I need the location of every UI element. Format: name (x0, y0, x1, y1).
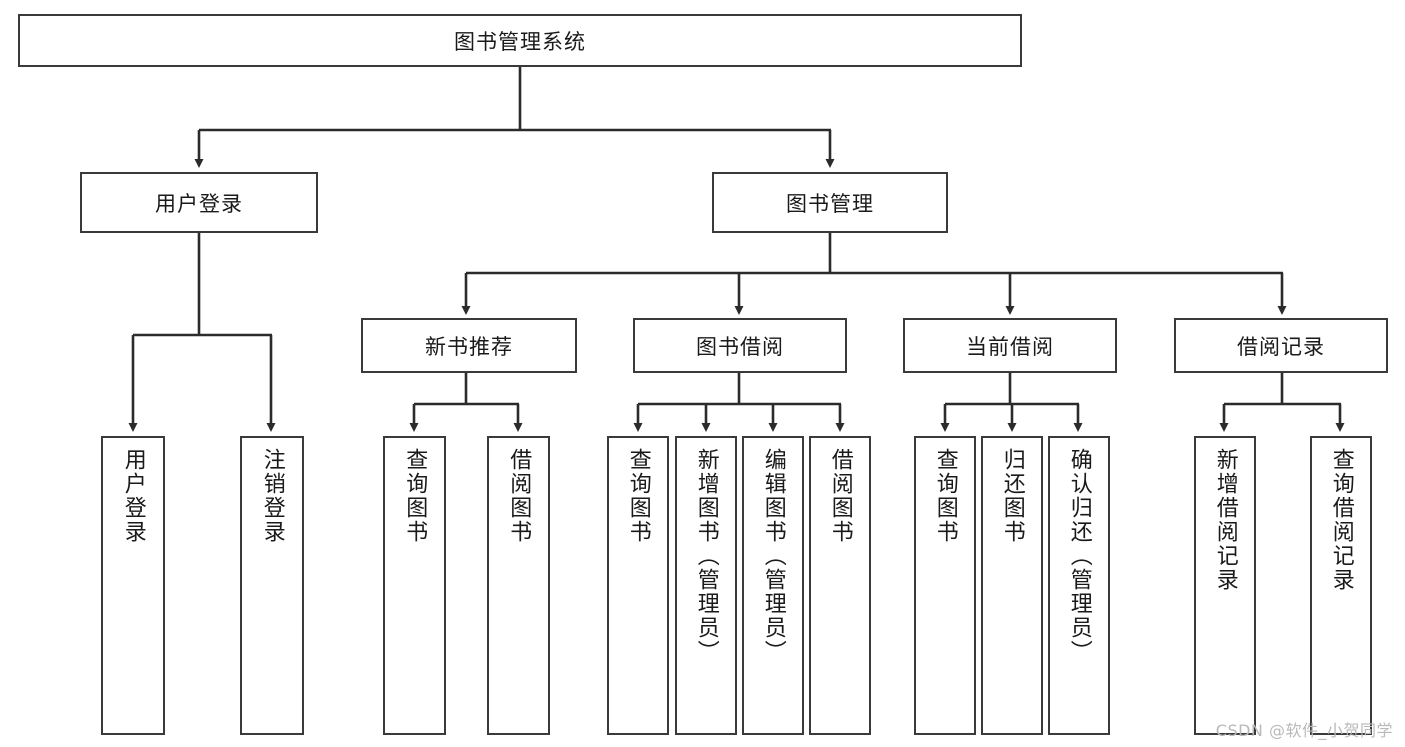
leaf-label: 查询图书 (932, 448, 958, 544)
leaf-label: 查询借阅记录 (1328, 448, 1354, 592)
leaf-label: 新增图书（管理员） (693, 448, 719, 664)
node-label: 借阅记录 (1237, 334, 1325, 359)
leaf-new-book-query[interactable]: 查询图书 (383, 436, 446, 735)
watermark: CSDN @软件_小贺同学 (1215, 721, 1393, 740)
node-book-borrow[interactable]: 图书借阅 (633, 318, 847, 373)
node-label: 用户登录 (155, 191, 243, 216)
leaf-borrow-query-book[interactable]: 查询图书 (607, 436, 669, 735)
leaf-label: 借阅图书 (506, 448, 532, 544)
node-label: 图书管理系统 (454, 29, 586, 54)
leaf-user-login-logout[interactable]: 注销登录 (240, 436, 304, 735)
leaf-record-query-record[interactable]: 查询借阅记录 (1310, 436, 1372, 735)
leaf-label: 新增借阅记录 (1212, 448, 1238, 592)
leaf-label: 查询图书 (625, 448, 651, 544)
leaf-borrow-add-book-admin[interactable]: 新增图书（管理员） (675, 436, 737, 735)
leaf-record-add-record[interactable]: 新增借阅记录 (1194, 436, 1256, 735)
node-new-book-recommend[interactable]: 新书推荐 (361, 318, 577, 373)
leaf-label: 归还图书 (999, 448, 1025, 544)
node-user-login[interactable]: 用户登录 (80, 172, 318, 233)
leaf-borrow-edit-book-admin[interactable]: 编辑图书（管理员） (742, 436, 804, 735)
node-book-management[interactable]: 图书管理 (712, 172, 948, 233)
node-label: 当前借阅 (966, 334, 1054, 359)
leaf-current-query-book[interactable]: 查询图书 (914, 436, 976, 735)
leaf-new-book-borrow[interactable]: 借阅图书 (487, 436, 550, 735)
node-root-system[interactable]: 图书管理系统 (18, 14, 1022, 67)
node-label: 新书推荐 (425, 334, 513, 359)
leaf-label: 查询图书 (402, 448, 428, 544)
node-label: 图书管理 (786, 191, 874, 216)
leaf-label: 编辑图书（管理员） (760, 448, 786, 664)
leaf-label: 用户登录 (120, 448, 146, 544)
leaf-label: 注销登录 (259, 448, 285, 544)
leaf-user-login-login[interactable]: 用户登录 (101, 436, 165, 735)
leaf-label: 借阅图书 (827, 448, 853, 544)
leaf-current-return-book[interactable]: 归还图书 (981, 436, 1043, 735)
node-label: 图书借阅 (696, 334, 784, 359)
leaf-label: 确认归还（管理员） (1066, 448, 1092, 664)
leaf-current-confirm-return-admin[interactable]: 确认归还（管理员） (1048, 436, 1110, 735)
node-borrow-record[interactable]: 借阅记录 (1174, 318, 1388, 373)
leaf-borrow-borrow-book[interactable]: 借阅图书 (809, 436, 871, 735)
node-current-borrow[interactable]: 当前借阅 (903, 318, 1117, 373)
